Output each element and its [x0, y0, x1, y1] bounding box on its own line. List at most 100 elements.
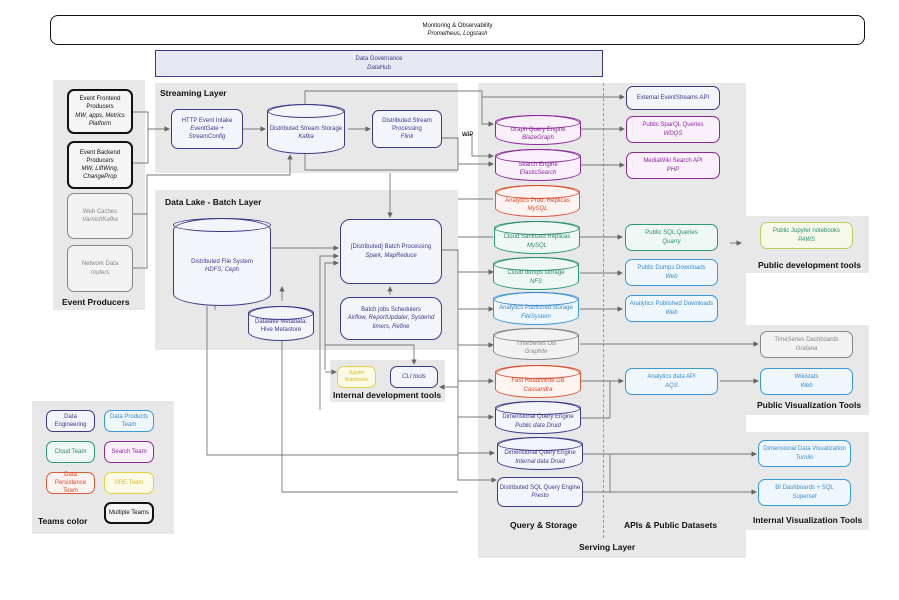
cli-tools[interactable]: CLI tools: [390, 366, 438, 388]
jupyter-notebooks[interactable]: Jupyter Notebooks: [337, 366, 376, 388]
node-tools: PAWS: [797, 236, 816, 243]
timeseries-db[interactable]: TimeSeries DB Graphite: [492, 327, 580, 360]
node-tools: Turnilo: [795, 454, 814, 461]
node-title: HTTP Event Intake: [181, 117, 233, 124]
node-title: Distributed Stream Storage: [269, 125, 343, 132]
team-label: Multiple Teams: [109, 509, 149, 516]
team-data-engineering: Data Engineering: [46, 410, 95, 432]
node-tools: Spark, MapReduce: [365, 252, 417, 259]
node-tools: Airflow, ReportUpdater, Systemd timers, …: [347, 315, 435, 330]
node-tools: ElasticSearch: [519, 170, 557, 176]
public-viz-label: Public Visualization Tools: [757, 400, 862, 410]
node-title: Public Jupyter notebooks: [772, 228, 841, 235]
node-tools: Superset: [792, 493, 817, 500]
monitoring-tools: Prometheus, Logstash: [427, 31, 488, 37]
node-title: Wikistats: [794, 374, 819, 381]
node-tools: FileSystem: [521, 313, 551, 320]
node-tools: Quarry: [662, 238, 681, 245]
node-title: Distributed SQL Query Engine: [499, 484, 581, 491]
node-title: Analytics Published Downloads: [629, 301, 714, 308]
governance-title: Data Governance: [355, 56, 403, 63]
internal-viz-label: Internal Visualization Tools: [753, 515, 863, 525]
node-title: Event Frontend Producers: [79, 96, 121, 111]
node-title: Analytics Published storage: [499, 305, 573, 312]
node-tools: Public data Druid: [515, 422, 561, 429]
node-title: MediaWiki Search API: [643, 158, 703, 165]
node-title: Fast Read/Write DB: [511, 378, 565, 385]
node-title: Cloud Sanitized Replicas: [503, 234, 571, 241]
public-dev-label: Public development tools: [758, 260, 861, 270]
node-title: Search Engine: [518, 161, 558, 168]
monitoring-title: Monitoring & Observability: [422, 22, 493, 29]
team-label: SRE Team: [114, 479, 144, 486]
node-tools: PHP: [666, 166, 680, 173]
node-tools: MySQL: [527, 206, 548, 212]
teams-color-label: Teams color: [38, 516, 88, 526]
query-storage-label: Query & Storage: [510, 520, 578, 530]
node-tools: VarnishKafka: [82, 217, 118, 223]
wip-label: WIP: [462, 132, 474, 138]
batch-layer-label: Data Lake - Batch Layer: [165, 197, 262, 207]
node-title: Distributed Stream Processing: [382, 117, 432, 132]
hive-metastore[interactable]: Datalake Metadata:Hive Metastore: [247, 305, 315, 341]
node-title: CLI tools: [402, 373, 426, 380]
node-tools: Graphite: [524, 349, 548, 355]
node-tools: Internal data Druid: [515, 458, 565, 465]
node-title: BI Dashboards + SQL: [775, 485, 834, 492]
node-title: Dimensional Query Engine: [502, 414, 574, 421]
node-title: Graph Query Engine: [510, 126, 566, 133]
node-title: External EventStreams API: [636, 94, 710, 101]
team-label: Data Products Team: [109, 413, 149, 428]
team-cloud: Cloud Team: [46, 441, 95, 463]
external-eventstreams-api[interactable]: External EventStreams API: [626, 86, 720, 110]
serving-layer-label: Serving Layer: [579, 542, 636, 552]
streaming-layer-label: Streaming Layer: [160, 88, 227, 98]
serving-divider: [603, 83, 604, 538]
event-producers-label: Event Producers: [62, 297, 130, 307]
team-label: Search Team: [111, 448, 147, 455]
node-tools: BlazeGraph: [522, 135, 554, 141]
internal-dev-label: Internal development tools: [333, 390, 442, 400]
node-title: [Distributed] Batch Processing: [350, 244, 432, 251]
node-tools: Hive Metastore: [260, 327, 302, 333]
node-title: Event Backend Producers: [79, 149, 121, 164]
team-label: Data Persistence Team: [54, 471, 87, 495]
node-title: Dimensional Query Engine: [504, 450, 576, 457]
team-data-products: Data Products Team: [104, 410, 154, 432]
node-tools: Presto: [531, 493, 549, 499]
node-title: TimeSeries DB: [515, 340, 557, 347]
